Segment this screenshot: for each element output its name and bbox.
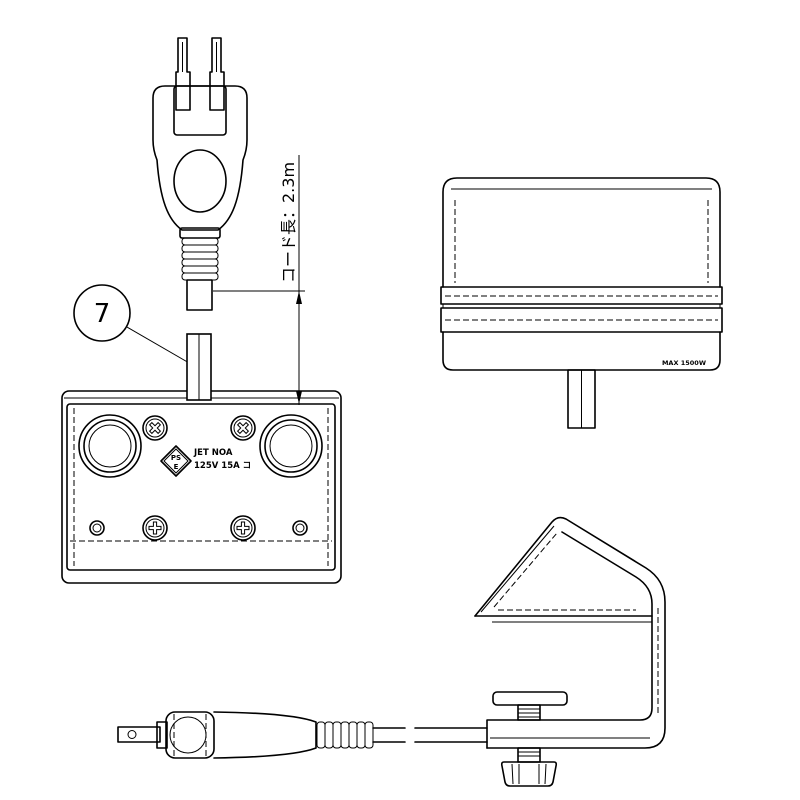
strain-relief-rib	[181, 265, 219, 274]
screw-rim	[145, 418, 165, 438]
socket-outer-ring	[78, 414, 142, 478]
strain-relief-rib	[340, 721, 350, 749]
clamp-pressure-pad	[492, 691, 568, 706]
callout-number: 7	[94, 299, 111, 329]
clamp-knob	[500, 761, 558, 787]
screw-head	[142, 515, 168, 541]
plug-side-view	[117, 711, 488, 759]
strain-relief-rib	[356, 721, 366, 749]
screw-rim	[233, 418, 253, 438]
strain-relief-rib	[324, 721, 334, 749]
plug-side-prong-hole	[127, 730, 137, 739]
mounting-hole-right	[292, 520, 308, 536]
clamp-side-view	[474, 516, 666, 787]
clamp-slope-hidden-line	[493, 532, 558, 608]
cord-length-label: コード長：2.3m	[279, 162, 298, 283]
outlet-cable	[186, 333, 212, 401]
part-callout: 7	[73, 284, 205, 372]
mounting-hole-inner	[295, 523, 305, 533]
plug-grip-hole	[173, 149, 227, 213]
outlet-side-view: MAX 1500W	[440, 177, 723, 429]
screw-cross-icon	[236, 521, 250, 535]
plug-prong-right	[209, 37, 225, 111]
mounting-hole-left	[89, 520, 105, 536]
cord-length-dimension: コード長：2.3m	[213, 155, 305, 405]
plug-prong-recess	[173, 85, 227, 136]
pse-mark-bottom: E	[174, 463, 179, 471]
socket-inner-ring	[269, 424, 313, 468]
clamp-inner-contour	[486, 531, 653, 749]
plug-strain-relief	[181, 237, 219, 281]
socket-inner-ring	[88, 424, 132, 468]
dimension-arrow-top	[296, 291, 302, 304]
screw-rim	[145, 518, 165, 538]
screw-bottom-right	[230, 515, 256, 541]
plug-front-view	[152, 37, 248, 311]
side-cable	[567, 369, 596, 429]
clamp-screw-lower	[517, 747, 541, 763]
pse-certification-mark: PS E	[160, 445, 192, 477]
clamp-screw-shaft	[517, 747, 541, 763]
screw-head	[142, 415, 168, 441]
plug-head	[152, 85, 248, 231]
screw-top-left	[142, 415, 168, 441]
strain-relief-rib	[332, 721, 342, 749]
socket-middle-ring	[264, 419, 318, 473]
mounting-hole-outer	[292, 520, 308, 536]
plug-side-prong-base	[156, 721, 168, 749]
strain-relief-rib	[316, 721, 326, 749]
side-rating-label: MAX 1500W	[662, 359, 706, 367]
strain-relief-rib	[181, 272, 219, 281]
plug-side-body	[213, 711, 317, 759]
clamp-outer-contour	[474, 516, 666, 749]
clamp-screw-upper	[517, 704, 541, 721]
screw-cross-icon	[236, 421, 250, 435]
socket-left	[78, 414, 142, 478]
knob-knurl-line	[544, 763, 547, 785]
strain-relief-rib	[364, 721, 374, 749]
plug-cable-stub	[186, 279, 213, 311]
plug-side-grip-hole	[169, 716, 207, 754]
strain-relief-rib	[348, 721, 358, 749]
screw-cross-icon	[148, 421, 162, 435]
screw-head	[230, 515, 256, 541]
socket-right	[259, 414, 323, 478]
outlet-label-model: JET NOA	[193, 448, 233, 458]
side-top-cover	[442, 177, 721, 288]
pse-diamond-outer	[160, 445, 192, 477]
outlet-face-panel	[66, 403, 336, 571]
socket-outer-ring	[259, 414, 323, 478]
side-band-upper	[440, 286, 723, 305]
strain-relief-rib	[181, 244, 219, 253]
strain-relief-rib	[181, 251, 219, 260]
outlet-label-rating: 125V 15A コ	[194, 461, 251, 471]
side-band-lower	[440, 307, 723, 333]
clamp-knob-body	[500, 761, 558, 787]
pse-diamond-inner	[163, 448, 189, 474]
plug-prong-left	[175, 37, 191, 111]
outlet-front-view: PS E JET NOA 125V 15A コ	[61, 390, 342, 584]
strain-relief-rib	[181, 237, 219, 246]
outlet-body-outline	[61, 390, 342, 584]
plug-side-prong	[117, 726, 161, 743]
screw-cross-icon	[148, 521, 162, 535]
clamp-slope-inner-line	[480, 525, 555, 613]
mounting-hole-inner	[92, 523, 102, 533]
screw-rim	[233, 518, 253, 538]
socket-middle-ring	[83, 419, 137, 473]
pse-mark-top: PS	[171, 454, 181, 462]
callout-circle	[73, 284, 131, 342]
plug-side-cable	[372, 727, 488, 743]
plug-side-head	[165, 711, 215, 759]
strain-relief-rib	[181, 258, 219, 267]
knob-knurl-line	[511, 763, 514, 785]
screw-top-right	[230, 415, 256, 441]
screw-head	[230, 415, 256, 441]
plug-side-strain-relief	[316, 721, 374, 749]
screw-bottom-left	[142, 515, 168, 541]
mounting-hole-outer	[89, 520, 105, 536]
